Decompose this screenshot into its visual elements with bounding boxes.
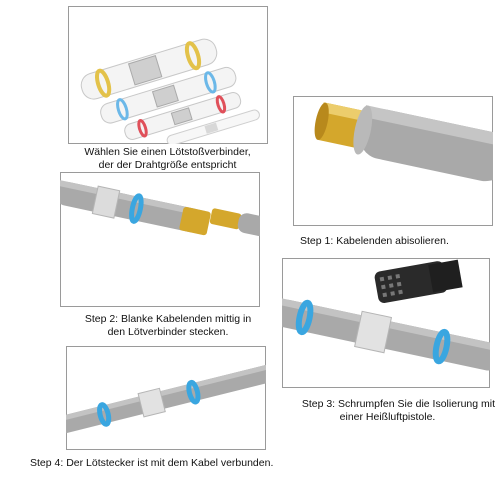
step1-caption-text: Step 1: Kabelenden abisolieren. [300, 235, 449, 247]
step3-caption: Step 3: Schrumpfen Sie die Isolierung mi… [280, 398, 495, 424]
step4-panel [66, 346, 266, 450]
intro-caption-line2: der der Drahtgröße entspricht [98, 159, 237, 171]
solder-sleeves-illustration [68, 6, 268, 144]
step4-caption-text: Step 4: Der Lötstecker ist mit dem Kabel… [30, 457, 274, 469]
intro-caption-line1: Wählen Sie einen Lötstoßverbinder, [84, 146, 251, 158]
stripped-wire-illustration [293, 96, 493, 226]
intro-caption: Wählen Sie einen Lötstoßverbinder, der d… [60, 146, 275, 172]
step4-caption: Step 4: Der Lötstecker ist mit dem Kabel… [30, 457, 290, 470]
wires-into-sleeve-illustration [60, 172, 260, 307]
step2-caption-line1: Step 2: Blanke Kabelenden mittig in [84, 313, 252, 325]
heat-gun-illustration [282, 258, 490, 388]
step3-panel [282, 258, 490, 388]
step3-caption-line2: einer Heißluftpistole. [339, 411, 436, 423]
step3-caption-line1: Step 3: Schrumpfen Sie die Isolierung mi… [301, 398, 495, 410]
step1-panel [293, 96, 493, 226]
step2-panel [60, 172, 260, 307]
step2-caption: Step 2: Blanke Kabelenden mittig in den … [58, 313, 278, 339]
intro-panel [68, 6, 268, 144]
step1-caption: Step 1: Kabelenden abisolieren. [300, 235, 500, 248]
connected-wire-illustration [66, 346, 266, 450]
heat-gun [374, 259, 463, 303]
step2-caption-line2: den Lötverbinder stecken. [107, 326, 229, 338]
